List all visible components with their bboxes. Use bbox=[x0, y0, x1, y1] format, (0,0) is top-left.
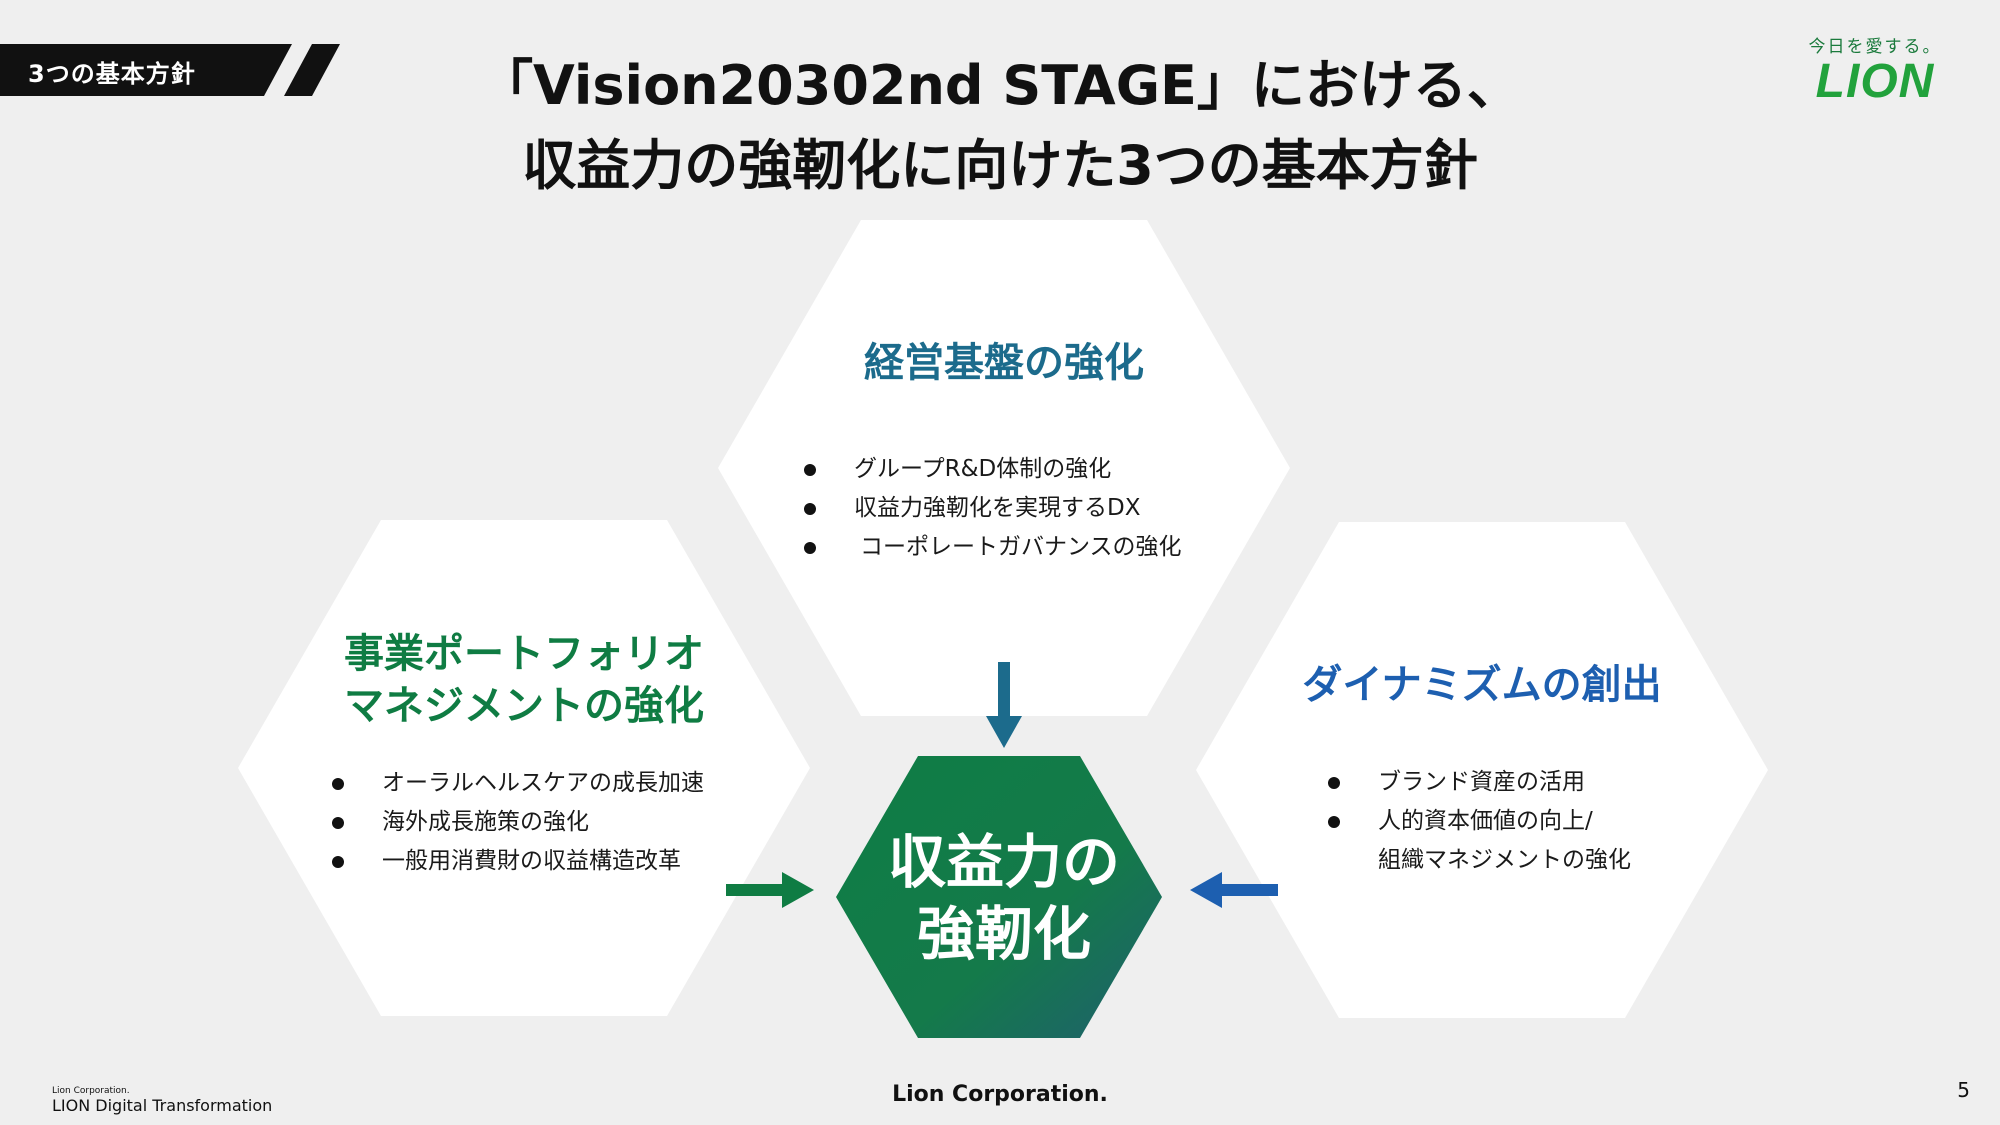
pillar-left-heading-line1: 事業ポートフォリオ bbox=[344, 631, 704, 677]
center-label-line1: 収益力の bbox=[887, 828, 1120, 896]
pillar-left-heading-line2: マネジメントの強化 bbox=[344, 683, 704, 729]
logo-tagline: 今日を愛する。 bbox=[1808, 37, 1942, 57]
pillar-top-item: グループR&D体制の強化 bbox=[800, 450, 1182, 489]
section-tag-label: 3つの基本方針 bbox=[28, 60, 196, 88]
hexagon-right-shape bbox=[1196, 522, 1768, 1018]
center-label-line2: 強靭化 bbox=[916, 900, 1091, 968]
pillar-right-item: 人的資本価値の向上/ bbox=[1324, 802, 1631, 841]
page-title-line2: 収益力の強靭化に向けた3つの基本方針 bbox=[522, 134, 1478, 197]
footer-company-name: Lion Corporation. bbox=[892, 1082, 1108, 1107]
page-title: 「Vision20302nd STAGE」における、 収益力の強靭化に向けた3つ… bbox=[340, 46, 1660, 206]
hexagon-center-shape bbox=[836, 756, 1162, 1038]
section-tag: 3つの基本方針 bbox=[0, 44, 340, 96]
section-tag-shape bbox=[0, 44, 340, 96]
pillar-left-item: オーラルヘルスケアの成長加速 bbox=[328, 764, 704, 803]
pillar-right-item: ブランド資産の活用 bbox=[1324, 763, 1631, 802]
hexagon-left-shape bbox=[238, 520, 810, 1016]
hexagon-center-profitability bbox=[836, 756, 1162, 1038]
footer-corporate-brand: Lion Corporation. LION Digital Transform… bbox=[52, 1086, 272, 1115]
center-label: 収益力の 強靭化 bbox=[836, 826, 1172, 970]
pillar-top-list: グループR&D体制の強化 収益力強靭化を実現するDX コーポレートガバナンスの強… bbox=[800, 450, 1182, 567]
pillar-right-heading: ダイナミズムの創出 bbox=[1302, 662, 1662, 708]
hexagon-top-shape bbox=[718, 220, 1290, 716]
pillar-right-item: 組織マネジメントの強化 bbox=[1378, 847, 1631, 873]
footer-corp-small: Lion Corporation. bbox=[52, 1086, 130, 1096]
pillar-left-list: オーラルヘルスケアの成長加速 海外成長施策の強化 一般用消費財の収益構造改革 bbox=[328, 764, 704, 881]
hexagon-business-portfolio bbox=[238, 520, 810, 1016]
pillar-left-heading: 事業ポートフォリオ マネジメントの強化 bbox=[238, 628, 810, 732]
pillar-left-item: 一般用消費財の収益構造改革 bbox=[328, 842, 704, 881]
hexagon-dynamism bbox=[1196, 522, 1768, 1018]
arrow-right-icon bbox=[726, 872, 814, 908]
footer-corp-main: LION Digital Transformation bbox=[52, 1096, 273, 1115]
hexagon-management-foundation bbox=[718, 220, 1290, 716]
pillar-top-heading: 経営基盤の強化 bbox=[864, 340, 1144, 386]
pillar-top-item: コーポレートガバナンスの強化 bbox=[800, 528, 1182, 567]
page-number: 5 bbox=[1957, 1078, 1970, 1102]
arrow-left-icon bbox=[1190, 872, 1278, 908]
pillar-top-item: 収益力強靭化を実現するDX bbox=[800, 489, 1182, 528]
pillar-right-list: ブランド資産の活用 人的資本価値の向上/ 組織マネジメントの強化 bbox=[1324, 763, 1631, 880]
pillar-left-item: 海外成長施策の強化 bbox=[328, 803, 704, 842]
arrow-down-icon bbox=[986, 662, 1022, 748]
logo-wordmark: LION bbox=[1815, 55, 1935, 108]
page-title-line1: 「Vision20302nd STAGE」における、 bbox=[479, 54, 1521, 117]
lion-logo: 今日を愛する。 LION bbox=[1800, 32, 1950, 107]
